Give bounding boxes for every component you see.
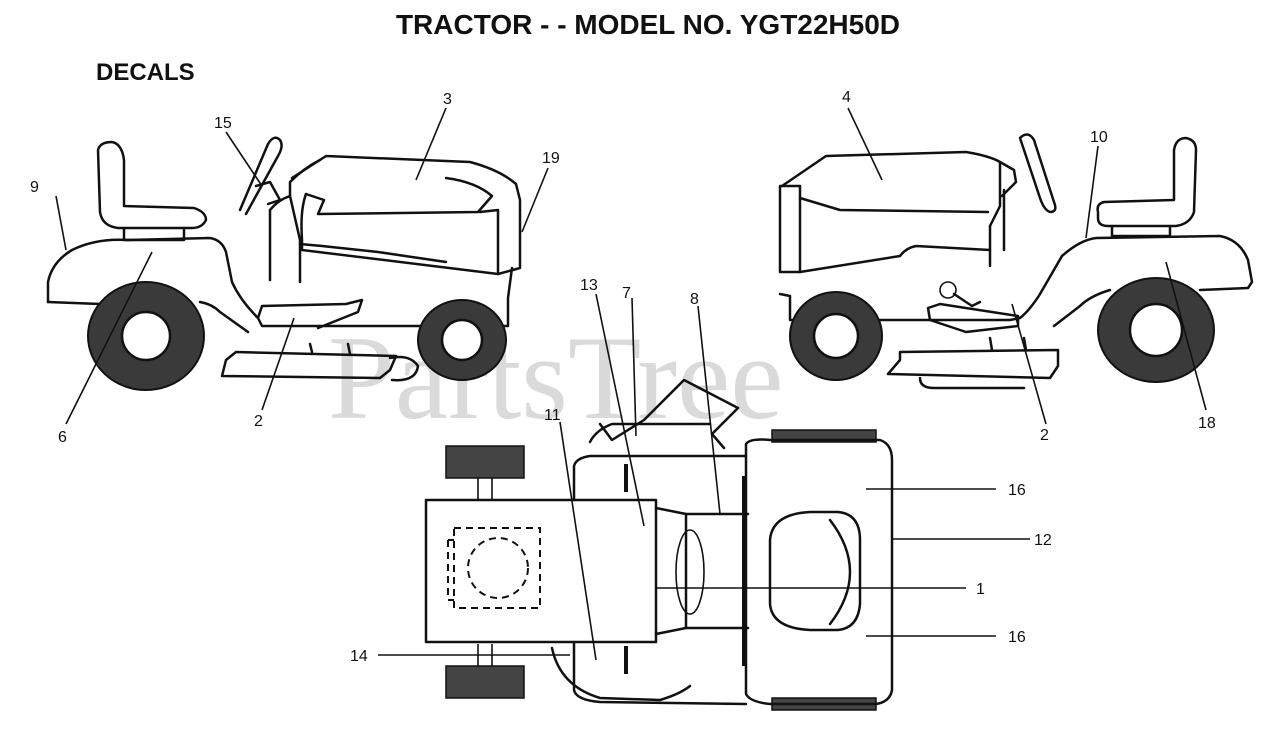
top-front-tire-upper [445, 445, 525, 479]
callout-16-bottom: 16 [1008, 629, 1026, 646]
callout-19: 19 [542, 150, 560, 167]
callout-1: 1 [976, 581, 985, 598]
top-view-tractor [424, 378, 894, 711]
callout-2-left: 2 [254, 413, 263, 430]
callout-4: 4 [842, 89, 851, 106]
callout-2-right: 2 [1040, 427, 1049, 444]
left-side-tractor-view [46, 136, 522, 391]
callout-12: 12 [1034, 532, 1052, 549]
callout-13: 13 [580, 277, 598, 294]
callout-7: 7 [622, 285, 631, 302]
callout-16-top: 16 [1008, 482, 1026, 499]
watermark-text: PartsTree [328, 311, 784, 444]
top-front-tire-lower [445, 665, 525, 699]
callout-leaders [55, 107, 1207, 661]
diagram-title: TRACTOR - - MODEL NO. YGT22H50D [396, 9, 900, 40]
callout-9: 9 [30, 179, 39, 196]
right-side-tractor-view [778, 133, 1254, 390]
callout-10: 10 [1090, 129, 1108, 146]
callout-labels: 9 6 15 3 19 2 4 10 2 18 13 7 8 11 14 16 … [30, 89, 1216, 665]
callout-3: 3 [443, 91, 452, 108]
callout-14: 14 [350, 648, 368, 665]
callout-15: 15 [214, 115, 232, 132]
callout-8: 8 [690, 291, 699, 308]
callout-6: 6 [58, 429, 67, 446]
callout-11: 11 [544, 407, 561, 424]
callout-18: 18 [1198, 415, 1216, 432]
section-subtitle: DECALS [96, 59, 195, 86]
